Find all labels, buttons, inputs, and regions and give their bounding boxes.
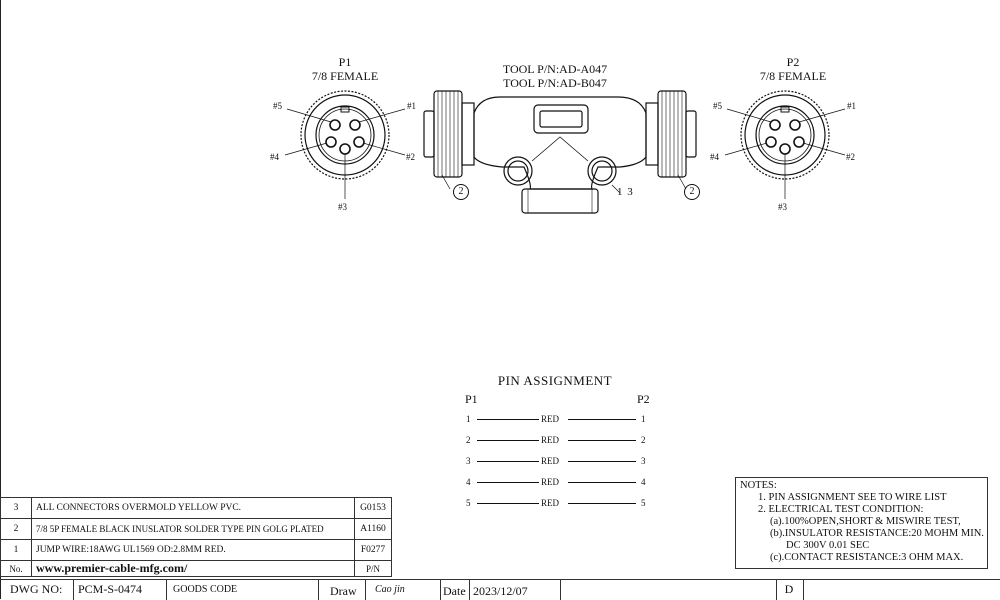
wire-row-p1: 4 bbox=[466, 477, 471, 487]
wire-row-color: RED bbox=[541, 414, 559, 424]
drawer-signature: Cao jin bbox=[375, 584, 405, 595]
bom-row: 2 7/8 5P FEMALE BLACK INUSLATOR SOLDER T… bbox=[0, 518, 392, 540]
p1-pin-3-label: #3 bbox=[338, 202, 347, 212]
drawing-date: 2023/12/07 bbox=[473, 584, 528, 598]
p2-pin-5-label: #5 bbox=[713, 101, 722, 111]
draw-label: Draw bbox=[330, 584, 357, 598]
pin-assignment-title: PIN ASSIGNMENT bbox=[497, 373, 613, 388]
bom-desc: JUMP WIRE:18AWG UL1569 OD:2.8MM RED. bbox=[31, 539, 355, 561]
goods-code-label: GOODS CODE bbox=[173, 584, 238, 595]
p1-subtitle: 7/8 FEMALE bbox=[311, 69, 379, 83]
notes-title: NOTES: bbox=[740, 480, 777, 491]
note-line-2a: (a).100%OPEN,SHORT & MISWIRE TEST, bbox=[770, 516, 961, 527]
title-cell bbox=[0, 580, 74, 600]
p2-pin-4-label: #4 bbox=[710, 152, 719, 162]
bom-pn: G0153 bbox=[354, 497, 392, 519]
bom-no: 2 bbox=[0, 518, 32, 540]
wire-row-3: 3 RED 3 bbox=[466, 453, 650, 471]
callout-left: 2 bbox=[453, 184, 469, 200]
pin-assignment-p2-header: P2 bbox=[637, 392, 650, 406]
wire-line bbox=[568, 461, 636, 462]
callout-right: 2 bbox=[684, 184, 700, 200]
wire-row-color: RED bbox=[541, 498, 559, 508]
p1-pin-2-label: #2 bbox=[406, 152, 415, 162]
wire-row-4: 4 RED 4 bbox=[466, 474, 650, 492]
title-cell bbox=[166, 580, 319, 600]
bom-row: 1 JUMP WIRE:18AWG UL1569 OD:2.8MM RED. F… bbox=[0, 539, 392, 561]
p2-pin-2-label: #2 bbox=[846, 152, 855, 162]
wire-line bbox=[477, 503, 539, 504]
notes-box: NOTES: 1. PIN ASSIGNMENT SEE TO WIRE LIS… bbox=[735, 477, 988, 569]
title-cell bbox=[73, 580, 167, 600]
wire-row-p2: 2 bbox=[641, 435, 646, 445]
wire-row-p1: 3 bbox=[466, 456, 471, 466]
wire-line bbox=[568, 440, 636, 441]
title-divider bbox=[469, 580, 470, 600]
wire-row-p2: 4 bbox=[641, 477, 646, 487]
wire-row-p2: 3 bbox=[641, 456, 646, 466]
tee-splitter-side-view bbox=[423, 90, 697, 214]
dwg-no: PCM-S-0474 bbox=[78, 582, 143, 596]
bom-pn: A1160 bbox=[354, 518, 392, 540]
note-line-2b-cont: DC 300V 0.01 SEC bbox=[786, 540, 870, 551]
p2-pin-1-label: #1 bbox=[847, 101, 856, 111]
tool-pn-b: TOOL P/N:AD-B047 bbox=[503, 76, 607, 90]
bom-desc: ALL CONNECTORS OVERMOLD YELLOW PVC. bbox=[31, 497, 355, 519]
title-cell bbox=[776, 580, 804, 600]
callout-mid: 1 3 bbox=[617, 186, 634, 198]
p1-title: P1 bbox=[338, 55, 352, 69]
bom-pn: F0277 bbox=[354, 539, 392, 561]
p2-subtitle: 7/8 FEMALE bbox=[759, 69, 827, 83]
wire-row-p1: 1 bbox=[466, 414, 471, 424]
wire-row-p1: 2 bbox=[466, 435, 471, 445]
bom-no: 3 bbox=[0, 497, 32, 519]
p1-pin-5-label: #5 bbox=[273, 101, 282, 111]
title-divider bbox=[560, 580, 561, 600]
p1-pin-4-label: #4 bbox=[270, 152, 279, 162]
wire-row-color: RED bbox=[541, 456, 559, 466]
note-line-2b: (b).INSULATOR RESISTANCE:20 MOHM MIN. bbox=[770, 528, 984, 539]
title-block: DWG NO: PCM-S-0474 GOODS CODE Draw Cao j… bbox=[0, 579, 1000, 600]
wire-row-5: 5 RED 5 bbox=[466, 495, 650, 513]
bom-header-no: No. bbox=[0, 560, 32, 577]
note-line-2: 2. ELECTRICAL TEST CONDITION: bbox=[758, 504, 924, 515]
bill-of-materials-table: 3 ALL CONNECTORS OVERMOLD YELLOW PVC. G0… bbox=[0, 497, 392, 577]
wire-line bbox=[568, 419, 636, 420]
bom-header-pn: P/N bbox=[354, 560, 392, 577]
wire-row-color: RED bbox=[541, 435, 559, 445]
company-website: www.premier-cable-mfg.com/ bbox=[31, 560, 355, 577]
wire-row-1: 1 RED 1 bbox=[466, 411, 650, 429]
p2-title: P2 bbox=[786, 55, 800, 69]
wire-row-p1: 5 bbox=[466, 498, 471, 508]
pin-assignment-p1-header: P1 bbox=[465, 392, 478, 406]
bom-header-row: No. www.premier-cable-mfg.com/ P/N bbox=[0, 560, 392, 577]
p2-pin-3-label: #3 bbox=[778, 202, 787, 212]
date-label: Date bbox=[443, 584, 466, 598]
wire-line bbox=[568, 482, 636, 483]
p2-connector-face bbox=[724, 90, 846, 199]
wire-row-2: 2 RED 2 bbox=[466, 432, 650, 450]
frame-border-left bbox=[0, 0, 1, 599]
bom-no: 1 bbox=[0, 539, 32, 561]
wire-line bbox=[477, 461, 539, 462]
note-line-1: 1. PIN ASSIGNMENT SEE TO WIRE LIST bbox=[758, 492, 947, 503]
p1-connector-face bbox=[284, 90, 406, 199]
wire-row-p2: 1 bbox=[641, 414, 646, 424]
bom-desc: 7/8 5P FEMALE BLACK INUSLATOR SOLDER TYP… bbox=[31, 518, 355, 540]
note-line-2c: (c).CONTACT RESISTANCE:3 OHM MAX. bbox=[770, 552, 964, 563]
bom-row: 3 ALL CONNECTORS OVERMOLD YELLOW PVC. G0… bbox=[0, 497, 392, 519]
revision-letter: D bbox=[784, 582, 794, 596]
wire-line bbox=[477, 482, 539, 483]
wire-line bbox=[477, 440, 539, 441]
title-divider bbox=[365, 580, 366, 600]
dwg-no-label: DWG NO: bbox=[10, 582, 63, 596]
wire-line bbox=[477, 419, 539, 420]
p1-pin-1-label: #1 bbox=[407, 101, 416, 111]
title-divider bbox=[440, 580, 441, 600]
tool-pn-a: TOOL P/N:AD-A047 bbox=[502, 62, 608, 76]
wire-row-p2: 5 bbox=[641, 498, 646, 508]
wire-row-color: RED bbox=[541, 477, 559, 487]
wire-line bbox=[568, 503, 636, 504]
